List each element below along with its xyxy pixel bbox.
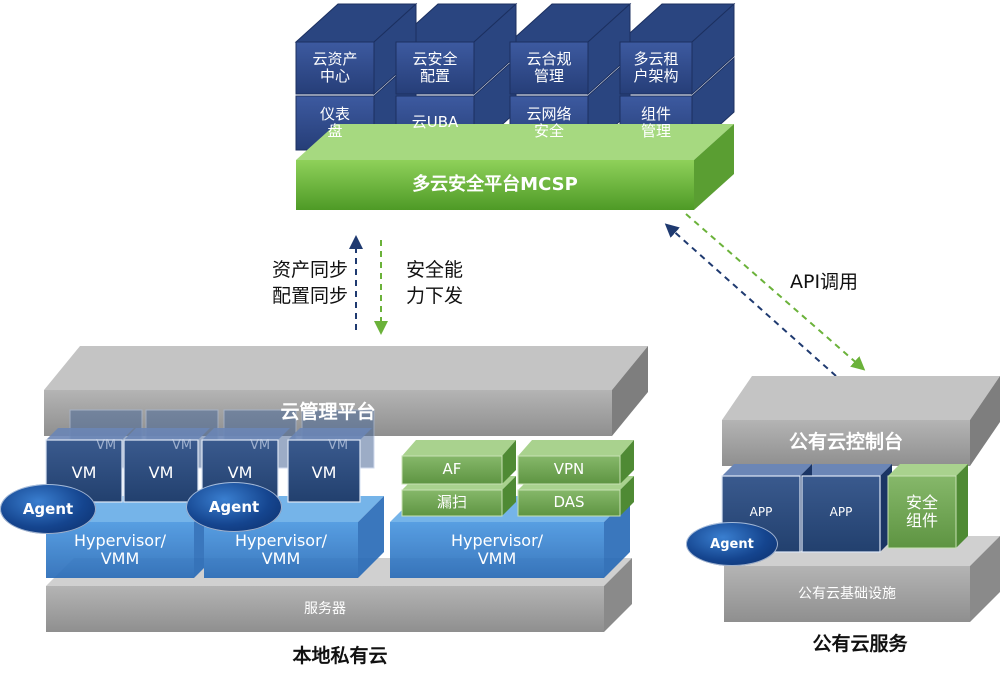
public-cloud-caption: 公有云服务: [812, 633, 908, 656]
app-label: APP: [829, 505, 853, 520]
hypervisor-label: Hypervisor/ VMM: [450, 530, 544, 568]
agent-badge: Agent: [186, 482, 282, 532]
mcsp-tile-3: [509, 41, 589, 95]
api-label: API调用: [790, 271, 859, 293]
mcsp-module-label: 云合规 管理: [526, 49, 572, 85]
deliver-label: 安全能 力下发: [406, 259, 464, 307]
mcsp-module-label: 仪表 盘: [319, 104, 350, 140]
api-up-arrow: [664, 223, 837, 377]
public-console-label: 公有云控制台: [788, 431, 903, 454]
security-module-scan: 漏扫: [436, 493, 467, 512]
public-security-block: [887, 464, 968, 549]
mcsp-module-label: 云UBA: [411, 113, 459, 132]
hypervisor-label: Hypervisor/ VMM: [73, 530, 167, 568]
cloud-mgmt-label: 云管理平台: [280, 401, 376, 424]
mcsp-module-label: 云安全 配置: [412, 49, 458, 85]
mcsp-module-label: 组件 管理: [640, 104, 671, 140]
public-infra-label: 公有云基础设施: [798, 585, 896, 602]
hypervisor-blocks: [46, 496, 630, 578]
mcsp-tile-4: [619, 41, 693, 95]
security-modules: [401, 440, 634, 517]
security-module-das: DAS: [553, 493, 585, 512]
mcsp-platform-label: 多云安全平台MCSP: [412, 173, 578, 195]
server-label: 服务器: [304, 600, 346, 617]
vm-back-label: VM: [327, 437, 349, 453]
security-component-label: 安全 组件: [905, 492, 938, 530]
mcsp-platform-slab: [296, 124, 734, 210]
vm-label: VM: [71, 462, 97, 482]
agent-badge: Agent: [0, 484, 96, 534]
app-label: APP: [749, 505, 773, 520]
security-module-vpn: VPN: [553, 460, 585, 479]
agent-badge: Agent: [686, 522, 778, 566]
private-cloud-caption: 本地私有云: [292, 645, 388, 668]
vm-label: VM: [148, 462, 174, 482]
vm-label: VM: [311, 462, 337, 482]
vm-label: VM: [227, 462, 253, 482]
security-module-af: AF: [442, 460, 462, 479]
mcsp-tile-2: [395, 41, 475, 95]
api-down-arrow: [685, 213, 866, 371]
public-console-slab: [722, 376, 1000, 466]
vm-back-label: VM: [249, 437, 271, 453]
vm-back-label: VM: [95, 437, 117, 453]
mcsp-module-label: 云资产 中心: [312, 49, 358, 85]
hypervisor-label: Hypervisor/ VMM: [234, 530, 328, 568]
mcsp-tile-1: [295, 41, 375, 95]
sync-label: 资产同步 配置同步: [271, 259, 348, 307]
mcsp-module-label: 云网络 安全: [526, 104, 572, 140]
vm-back-label: VM: [171, 437, 193, 453]
mcsp-module-label: 多云租 户架构: [633, 49, 679, 85]
